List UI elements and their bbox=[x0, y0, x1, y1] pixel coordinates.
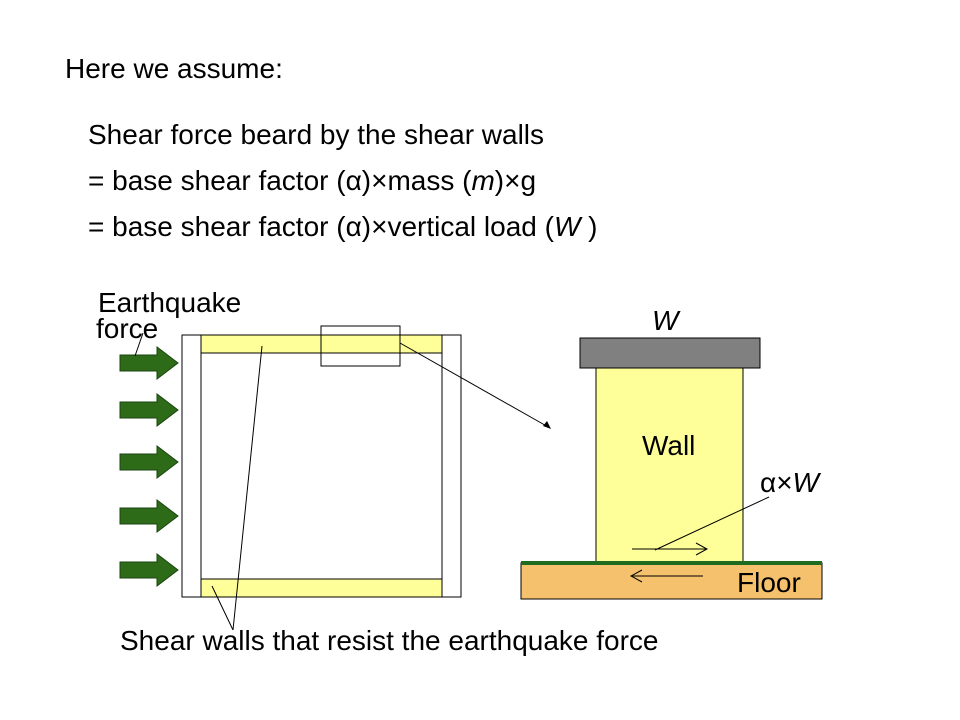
detail-floor bbox=[520, 562, 823, 600]
shear-force-label-prefix: α× bbox=[760, 467, 793, 498]
wall-label: Wall bbox=[642, 430, 695, 461]
earthquake-arrow-5 bbox=[119, 552, 179, 588]
earthquake-arrow-1 bbox=[119, 345, 179, 381]
shear-force-label: α×W bbox=[760, 467, 822, 498]
wall-shear-arrowhead bbox=[695, 542, 709, 556]
equation-line-2-suffix: )×g bbox=[494, 165, 537, 196]
equation-line-3-suffix: ) bbox=[580, 211, 598, 242]
earthquake-leader-line bbox=[134, 332, 144, 357]
earthquake-arrows bbox=[119, 345, 179, 588]
earthquake-label-line-2: force bbox=[96, 313, 158, 344]
floor-label: Floor bbox=[737, 567, 801, 598]
detail-wall bbox=[595, 366, 744, 564]
mass-variable: m bbox=[471, 165, 495, 196]
shear-force-label-var: W bbox=[793, 467, 822, 498]
plan-outline bbox=[181, 334, 462, 598]
earthquake-label-line-1: Earthquake bbox=[98, 287, 241, 318]
earthquake-arrow-2 bbox=[119, 392, 179, 428]
heading: Here we assume: bbox=[65, 53, 283, 84]
equation-line-3-prefix: = base shear factor (α)×vertical load ( bbox=[88, 211, 554, 242]
earthquake-arrow-3 bbox=[119, 444, 179, 480]
caption-leader-top bbox=[232, 345, 263, 631]
shear-wall-bottom bbox=[200, 578, 443, 598]
callout-arrowhead bbox=[543, 421, 551, 429]
equation-line-3: = base shear factor (α)×vertical load (W… bbox=[88, 210, 598, 244]
detail-top-slab bbox=[579, 337, 761, 369]
floor-reaction-arrowhead bbox=[629, 569, 643, 583]
equation-line-2-prefix: = base shear factor (α)×mass ( bbox=[88, 165, 472, 196]
detail-callout-box bbox=[320, 325, 401, 367]
equation-line-1: Shear force beard by the shear walls bbox=[88, 119, 545, 150]
vertical-load-variable: W bbox=[553, 211, 581, 242]
weight-label: W bbox=[652, 305, 681, 336]
equation-line-2: = base shear factor (α)×mass (m)×g bbox=[88, 164, 536, 198]
earthquake-arrow-4 bbox=[119, 498, 179, 534]
diagram-caption: Shear walls that resist the earthquake f… bbox=[120, 625, 659, 656]
shear-leader-line bbox=[654, 496, 770, 551]
caption-leader-bottom bbox=[211, 585, 234, 631]
callout-leader-line bbox=[399, 342, 551, 429]
